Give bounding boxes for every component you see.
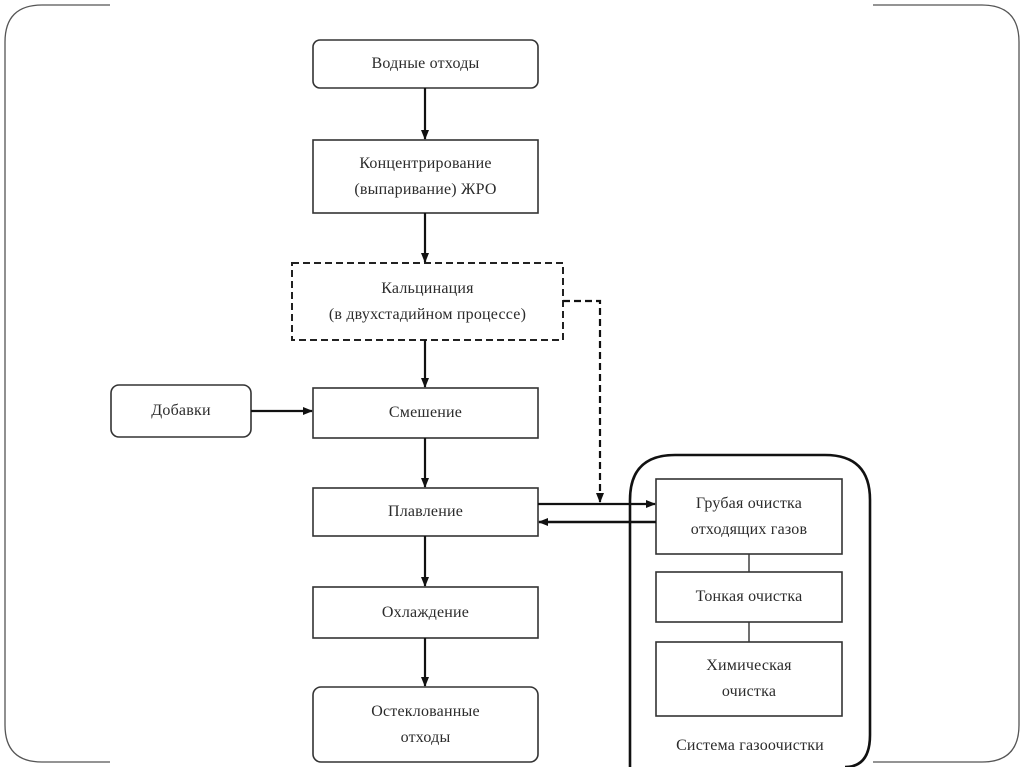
melting-text: Плавление (387, 503, 464, 520)
vitrified-waste-label: Остеклованные отходы (313, 687, 538, 762)
coarse-cleaning-label: Грубая очистка отходящих газов (656, 479, 842, 554)
coarse-text-line1: Грубая очистка (695, 494, 803, 512)
concentration-label: Концентрирование (выпаривание) ЖРО (313, 140, 538, 213)
mixing-label: Смешение (313, 388, 538, 438)
gas-cleaning-system-container (628, 453, 872, 767)
chemical-cleaning-label: Химическая очистка (656, 642, 842, 716)
water-waste-label: Водные отходы (313, 40, 538, 88)
concentration-text-line2: (выпаривание) ЖРО (354, 180, 497, 198)
gas-cleaning-system-label: Система газоочистки (640, 732, 860, 760)
fine-text: Тонкая очистка (695, 588, 803, 605)
coarse-text-line2: отходящих газов (690, 520, 808, 538)
calcination-label: Кальцинация (в двухстадийном процессе) (292, 263, 563, 340)
coarse-cleaning-box (655, 478, 843, 555)
concentration-box (312, 139, 539, 214)
chemical-cleaning-box (655, 641, 843, 717)
vitrified-text-line1: Остеклованные (371, 702, 480, 720)
concentration-text-line1: Концентрирование (359, 154, 492, 172)
gas-system-text: Система газоочистки (676, 737, 824, 754)
mixing-box (312, 387, 539, 439)
melting-label: Плавление (313, 488, 538, 536)
vitrified-waste-box (312, 686, 539, 763)
slide-frame (4, 4, 1020, 763)
mixing-text: Смешение (388, 404, 463, 421)
cooling-box (312, 586, 539, 639)
dashed-arrow-calcination-to-gas (563, 299, 604, 503)
additives-text: Добавки (151, 402, 211, 419)
additives-label: Добавки (111, 385, 251, 437)
vitrified-text-line2: отходы (400, 728, 451, 746)
water-waste-text: Водные отходы (371, 55, 480, 72)
melting-box (312, 487, 539, 537)
chemical-text-line1: Химическая (706, 657, 792, 674)
chemical-text-line2: очистка (721, 683, 777, 700)
cooling-label: Охлаждение (313, 587, 538, 638)
fine-cleaning-label: Тонкая очистка (656, 572, 842, 622)
fine-cleaning-box (655, 571, 843, 623)
calcination-text-line2: (в двухстадийном процессе) (328, 305, 527, 323)
cooling-text: Охлаждение (381, 603, 470, 621)
calcination-box (291, 262, 564, 341)
calcination-text-line1: Кальцинация (381, 279, 474, 297)
